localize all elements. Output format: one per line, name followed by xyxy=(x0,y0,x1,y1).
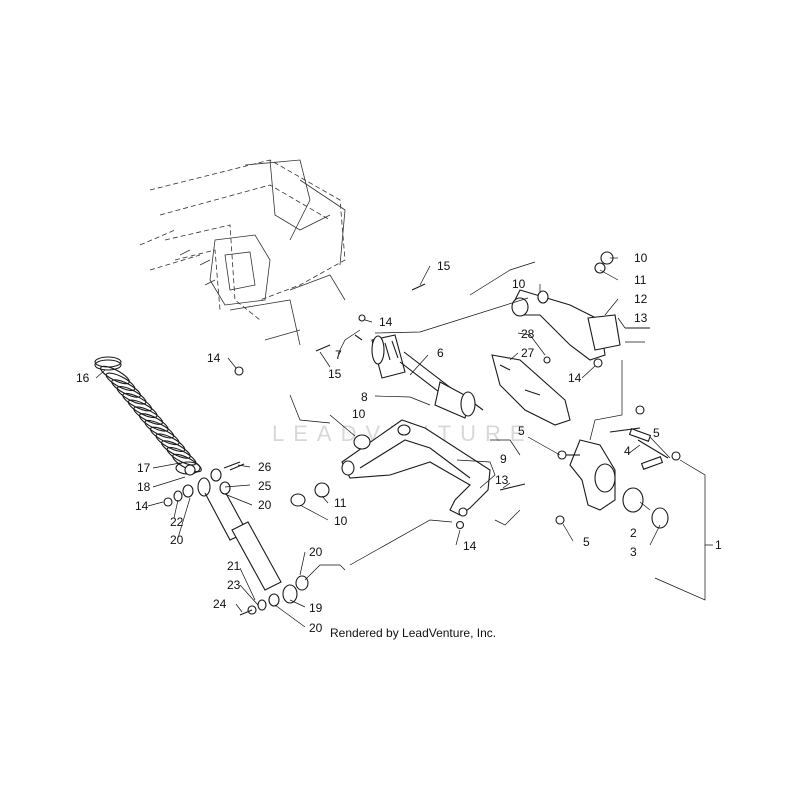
callout-15-top: 15 xyxy=(437,259,451,273)
callout-24: 24 xyxy=(213,597,227,611)
callout-18: 18 xyxy=(137,480,151,494)
callout-5-bottom: 5 xyxy=(583,535,590,549)
spring-coil xyxy=(149,426,180,446)
callout-14-shock: 14 xyxy=(135,499,149,513)
callout-14-arm: 14 xyxy=(463,539,477,553)
callout-20-mid: 20 xyxy=(309,545,323,559)
spring-coil xyxy=(161,440,191,459)
credit-line: Rendered by LeadVenture, Inc. xyxy=(330,626,496,640)
spring-coil xyxy=(127,399,158,419)
callout-5-right: 5 xyxy=(653,426,660,440)
shock-absorber xyxy=(163,461,309,616)
spring-coil xyxy=(133,406,164,425)
leader-lines xyxy=(95,257,713,628)
callout-7: 7 xyxy=(335,348,342,362)
frame-assembly xyxy=(139,159,346,346)
callout-8: 8 xyxy=(361,390,368,404)
callout-11-top: 11 xyxy=(634,273,647,287)
spring-coil xyxy=(172,453,202,473)
callout-13-top: 13 xyxy=(634,311,648,325)
callout-10-top: 10 xyxy=(634,251,648,265)
cv-axle xyxy=(354,314,484,419)
callout-14-left: 14 xyxy=(207,351,221,365)
bolt-15-upper xyxy=(411,283,426,291)
spring-coil xyxy=(100,365,130,385)
spring-coil xyxy=(144,419,175,439)
callout-11-bottom: 11 xyxy=(334,496,347,510)
callout-20-bottom: 20 xyxy=(309,621,323,635)
callout-1: 1 xyxy=(715,538,722,552)
callout-16: 16 xyxy=(76,371,90,385)
callout-20-upper: 20 xyxy=(258,498,272,512)
callout-10-mid: 10 xyxy=(512,277,526,291)
callout-10-arm: 10 xyxy=(352,407,366,421)
callout-9: 9 xyxy=(500,452,507,466)
callout-12: 12 xyxy=(634,292,648,306)
upper-arm xyxy=(511,251,650,368)
callout-10-bottom: 10 xyxy=(334,514,348,528)
callout-2: 2 xyxy=(630,526,637,540)
callout-14-frame: 14 xyxy=(379,315,393,329)
nut-14-left xyxy=(234,366,244,376)
spring-coil xyxy=(105,372,136,392)
callout-21: 21 xyxy=(227,559,241,573)
spring-coil xyxy=(116,386,147,405)
callout-25: 25 xyxy=(258,479,272,493)
bolt-15-lower xyxy=(315,344,331,352)
callout-19: 19 xyxy=(309,601,323,615)
spring-coil xyxy=(122,392,153,412)
callout-28: 28 xyxy=(521,327,535,341)
spring-coil xyxy=(155,433,186,452)
callout-5-left: 5 xyxy=(518,424,525,438)
callout-27: 27 xyxy=(521,346,535,360)
callout-6: 6 xyxy=(437,346,444,360)
callout-14-guard: 14 xyxy=(568,371,582,385)
spring-coil xyxy=(138,413,169,432)
callout-13-arm: 13 xyxy=(495,473,509,487)
coil-spring xyxy=(94,356,202,475)
cv-guard xyxy=(491,354,571,426)
callout-23: 23 xyxy=(227,578,241,592)
callout-20-left: 20 xyxy=(170,533,184,547)
lower-a-arm xyxy=(290,419,526,530)
callout-labels: 1 2 3 4 5 5 5 6 7 8 9 10 10 10 10 11 11 … xyxy=(76,251,722,635)
callout-22: 22 xyxy=(170,515,184,529)
callout-17: 17 xyxy=(137,461,151,475)
callout-3: 3 xyxy=(630,545,637,559)
callout-15-bottom: 15 xyxy=(328,367,342,381)
spring-coil xyxy=(111,379,141,398)
callout-4: 4 xyxy=(624,444,631,458)
knuckle-hub xyxy=(555,405,681,529)
callout-26: 26 xyxy=(258,460,272,474)
